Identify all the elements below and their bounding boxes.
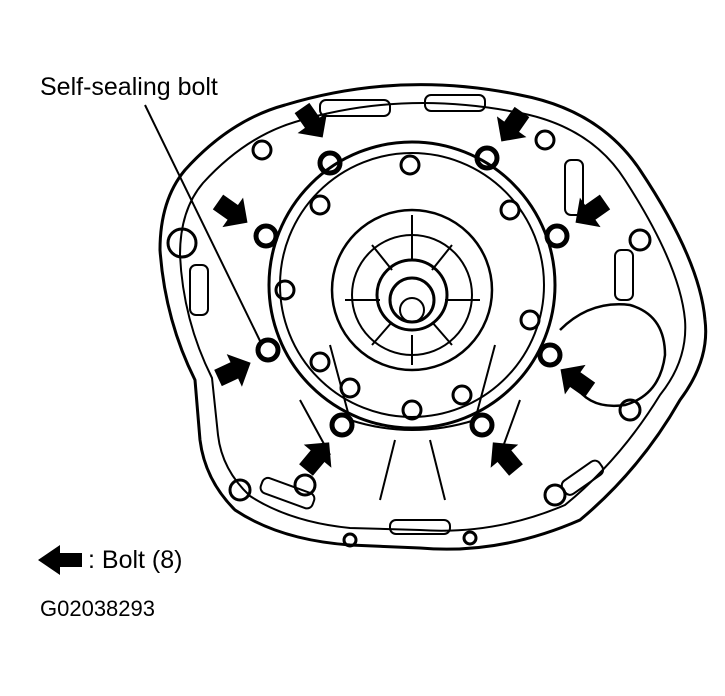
bolt-lower-right: [537, 342, 563, 368]
housing-inner-rim: [179, 102, 687, 532]
housing-outline: [158, 83, 708, 551]
arrow-icon: [38, 545, 82, 575]
arrow-icon: [490, 442, 523, 476]
bolt-bottom-right: [469, 412, 495, 438]
input-shaft: [388, 276, 436, 324]
callout-leader: [144, 104, 263, 346]
arrow-icon: [575, 194, 611, 228]
bolt-left: [253, 223, 279, 249]
bolt-bottom-left: [329, 412, 355, 438]
pump-hub: [330, 208, 494, 372]
self-sealing-bolt-label: Self-sealing bolt: [40, 73, 218, 101]
figure-id: G02038293: [40, 596, 155, 621]
bolt-right: [544, 223, 570, 249]
pump-body: [267, 140, 557, 430]
arrow-icon: [560, 364, 596, 398]
bolt-top-right: [474, 145, 500, 171]
arrow-icon: [299, 442, 332, 476]
bolt-top-left: [317, 150, 343, 176]
legend: : Bolt (8): [38, 545, 182, 575]
bolt-lower-left: [255, 337, 281, 363]
arrow-icon: [294, 102, 328, 138]
arrow-icon: [496, 106, 530, 142]
arrow-icon: [212, 194, 248, 228]
arrow-icon: [214, 354, 251, 387]
legend-label: : Bolt (8): [88, 545, 183, 574]
